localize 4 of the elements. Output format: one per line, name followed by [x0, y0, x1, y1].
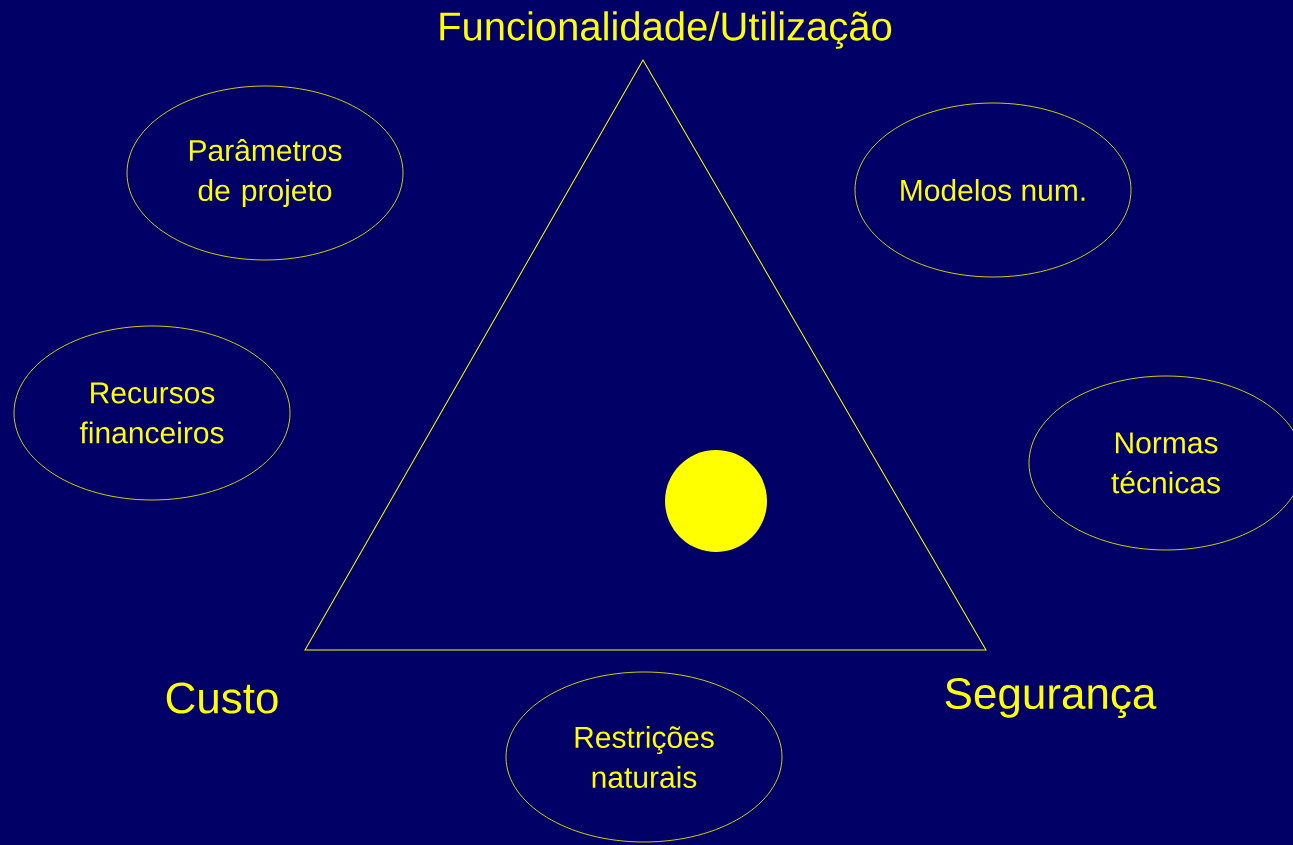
corner-label: Segurança: [945, 677, 1157, 718]
corner-label: Funcionalidade/Utilização: [440, 11, 892, 49]
dot: [665, 450, 767, 552]
corner-label: Custo: [166, 682, 278, 714]
